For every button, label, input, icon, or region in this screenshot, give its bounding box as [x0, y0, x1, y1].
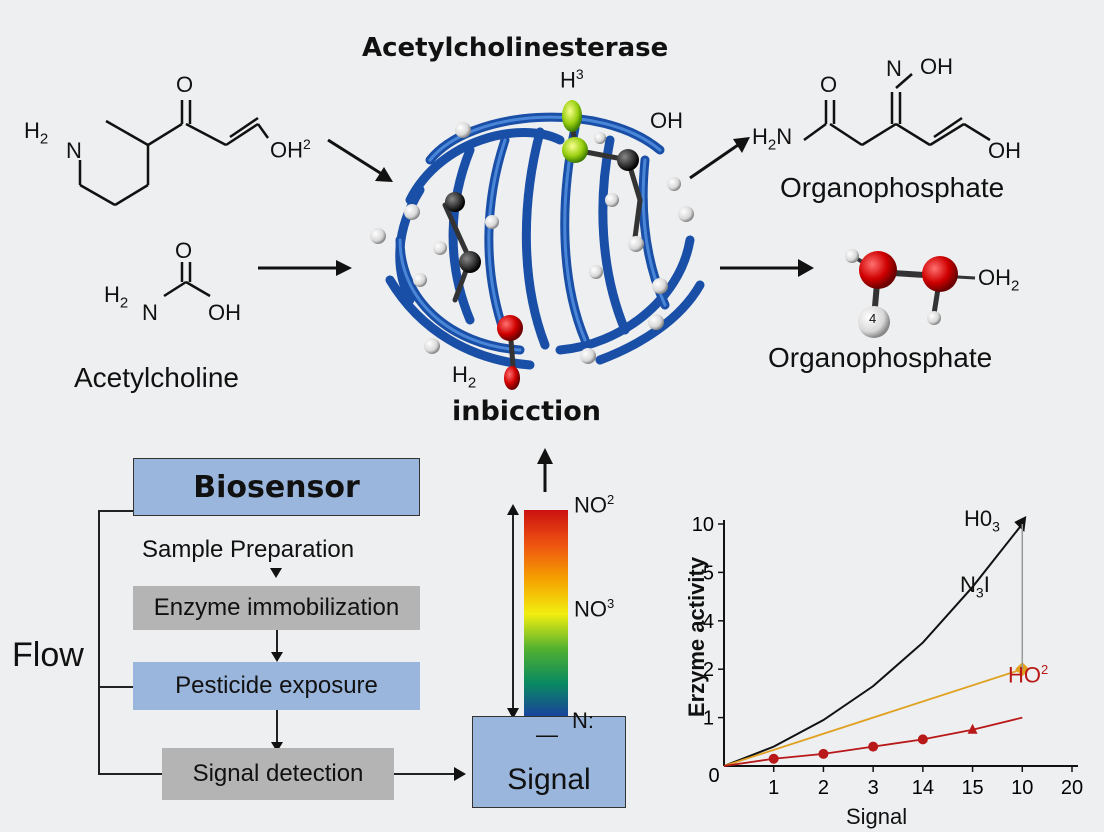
biosensor-box: Biosensor	[133, 458, 420, 516]
arrow-right-middle	[720, 259, 814, 277]
chart-ylabel: Erzyme activity	[684, 556, 709, 718]
left-mol2-o: O	[175, 238, 193, 263]
left-molecule-name: Acetylcholine	[74, 362, 239, 393]
chart-series-marker	[768, 753, 779, 764]
chart-label-top: H03	[964, 506, 1000, 535]
flow-arrow-1	[270, 568, 282, 578]
left-mol2-n: N	[142, 300, 158, 325]
flow-branch-bottom	[98, 773, 162, 775]
flow-connector-2	[276, 630, 278, 654]
color-gradient-bar	[524, 510, 568, 718]
arrow-left-middle	[258, 260, 352, 276]
right-mol2-oh2: OH2	[978, 265, 1020, 295]
chart-series-line	[723, 668, 1023, 767]
flow-side-label: Flow	[12, 636, 84, 674]
enzyme-oh-label: OH	[650, 108, 683, 133]
signal-box: Signal	[472, 716, 626, 808]
left-mol2-oh: OH	[208, 300, 241, 325]
chart-xlabel: Signal	[846, 804, 908, 829]
left-mol2-h2: H2	[104, 282, 129, 312]
right-mol1-o: O	[820, 72, 838, 97]
page-title: Acetylcholinesterase	[362, 33, 669, 63]
colorbar-range-arrow-top	[507, 504, 519, 515]
left-molecule-2-bonds	[163, 262, 211, 298]
flow-step-signal-detection: Signal detection	[162, 748, 394, 800]
chart-x-tick-label: 14	[912, 777, 934, 799]
enzyme-h2-label: H2	[452, 362, 477, 392]
flow-branch-middle	[98, 686, 134, 688]
right-molecule-2	[845, 249, 976, 338]
signal-box-label: Signal	[507, 763, 591, 796]
arrow-right-top	[689, 137, 750, 180]
chart-series-line	[723, 523, 1024, 767]
chart-x-tick-label: 15	[961, 777, 983, 799]
enzyme-h3-label: H3	[560, 66, 584, 93]
colorbar-label-bottom: N:	[572, 708, 594, 733]
chart-label-mid: N3I	[960, 572, 990, 601]
flow-step-sample-preparation: Sample Preparation	[142, 536, 355, 563]
colorbar-label-top: NO2	[574, 492, 615, 518]
arrow-left-top	[327, 138, 393, 182]
flow-branch-top	[98, 510, 134, 512]
colorbar-range-line	[512, 510, 514, 718]
left-molecule-1-bonds	[78, 100, 270, 207]
chart-x-tick-label: 10	[1011, 777, 1033, 799]
chart-x-tick-label: 1	[768, 777, 779, 799]
flow-step-enzyme-immobilization: Enzyme immobilization	[133, 586, 420, 630]
inhibition-label: inbicction	[452, 396, 602, 427]
right-mol1-oh: OH	[988, 138, 1021, 163]
flow-step-pesticide-exposure: Pesticide exposure	[133, 662, 420, 710]
enzyme-ribbon	[385, 112, 705, 381]
arrow-up-to-inhibition	[537, 448, 553, 492]
flow-arrow-2	[271, 652, 283, 662]
chart-x-tick-label: 3	[868, 777, 879, 799]
chart-series-marker	[868, 741, 879, 752]
right-mol1-noh-n: N	[886, 56, 902, 81]
flow-connector-3	[276, 710, 278, 744]
chart-series-line	[723, 716, 1023, 767]
right-mol2-atom-label: 4	[869, 311, 877, 326]
chart-series-marker	[818, 748, 829, 759]
flow-left-spine	[98, 510, 100, 774]
flow-to-signal-line	[394, 773, 456, 775]
left-mol1-oh: OH2	[270, 136, 311, 163]
enzyme-atoms	[370, 100, 694, 390]
left-mol1-o: O	[176, 72, 194, 97]
flow-arrow-3	[271, 742, 283, 752]
left-mol1-n: N	[66, 138, 82, 163]
left-mol1-h2: H2	[24, 118, 49, 148]
right-mol1-h2n: H2N	[752, 124, 793, 154]
chart-series-marker	[917, 734, 928, 745]
signal-box-mark: —	[536, 722, 558, 747]
colorbar-label-middle: NO3	[574, 596, 615, 622]
right-molecule-name-2: Organophosphate	[768, 342, 993, 373]
chart-x-tick-label: 2	[818, 777, 829, 799]
right-mol1-noh-oh: OH	[920, 54, 953, 79]
flow-to-signal-arrowhead	[454, 767, 466, 781]
right-molecule-name-1: Organophosphate	[780, 172, 1005, 203]
chart-series-marker	[967, 723, 978, 734]
chart-y-tick-label: 10	[692, 514, 714, 536]
chart-label-low: HO2	[1008, 662, 1049, 688]
chart-origin-label: 0	[708, 765, 719, 787]
chart-series-arrowhead	[1014, 516, 1027, 532]
chart-x-tick-label: 20	[1061, 777, 1083, 799]
colorbar-range-arrow-bottom	[507, 708, 519, 719]
